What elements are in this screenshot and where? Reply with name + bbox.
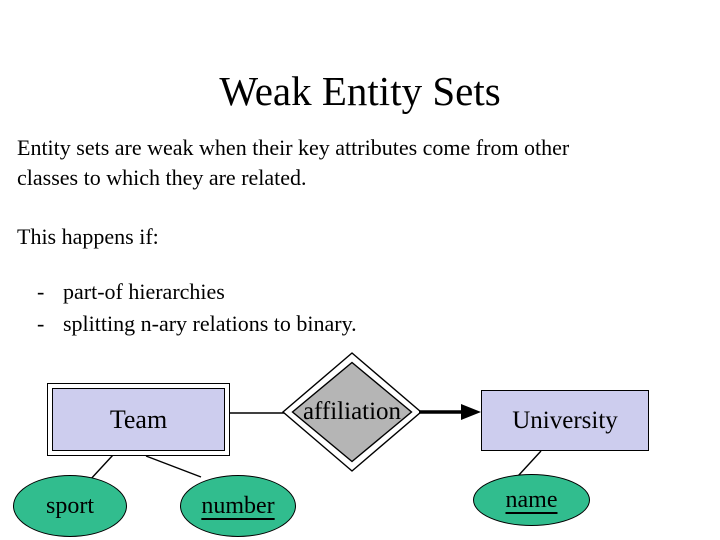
bullet-dash: - <box>37 311 45 336</box>
team-number-connector <box>145 455 202 478</box>
bullet-text: splitting n-ary relations to binary. <box>63 311 357 336</box>
attribute-number: number <box>180 475 296 537</box>
paragraph-line-1: Entity sets are weak when their key attr… <box>17 135 570 160</box>
intro-text: This happens if: <box>17 224 159 249</box>
attribute-name: name <box>473 474 590 526</box>
bullet-item: -splitting n-ary relations to binary. <box>37 308 357 340</box>
bullet-text: part-of hierarchies <box>63 279 225 304</box>
bullet-dash: - <box>37 279 45 304</box>
bullet-item: -part-of hierarchies <box>37 276 357 308</box>
entity-team: Team <box>47 383 230 456</box>
entity-team-label: Team <box>109 404 168 434</box>
slide-title: Weak Entity Sets <box>219 68 501 114</box>
entity-team-inner: Team <box>52 388 225 451</box>
attribute-name-label: name <box>505 486 558 513</box>
relationship-affiliation-label: affiliation <box>302 398 402 425</box>
arrow-head-icon <box>461 404 481 420</box>
paragraph-line-2: classes to which they are related. <box>17 165 307 190</box>
body-paragraph: Entity sets are weak when their key attr… <box>17 133 697 193</box>
entity-university-label: University <box>512 406 618 434</box>
attribute-sport-label: sport <box>46 492 94 519</box>
relationship-diamond-inner <box>291 361 413 463</box>
bullet-list: -part-of hierarchies -splitting n-ary re… <box>37 276 357 340</box>
entity-university: University <box>481 390 649 451</box>
attribute-sport: sport <box>13 475 127 537</box>
university-name-connector <box>517 450 542 477</box>
attribute-number-label: number <box>201 492 275 519</box>
